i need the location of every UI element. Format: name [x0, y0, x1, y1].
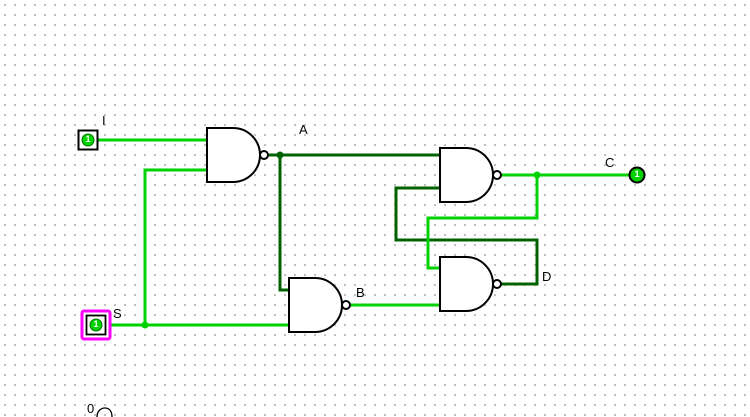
input-pin-i-state[interactable]: [81, 133, 95, 147]
label-c: C: [605, 155, 615, 170]
nand-gate-2-body[interactable]: [288, 277, 343, 333]
nand-gate-1[interactable]: [206, 127, 269, 183]
output-pin-c-value: 1: [634, 169, 640, 180]
label-i: I: [102, 113, 106, 128]
nand-gate-4-body[interactable]: [439, 256, 494, 312]
nand-gate-3[interactable]: [439, 147, 502, 203]
label-b: B: [356, 285, 365, 300]
input-pin-s-state[interactable]: [89, 318, 103, 332]
junction-dot-a[interactable]: [276, 151, 284, 159]
nand-gate-4[interactable]: [439, 256, 502, 312]
output-pin-c[interactable]: [628, 166, 646, 184]
wire-s-branch[interactable]: [143, 168, 207, 325]
junction-dot-c[interactable]: [533, 171, 541, 179]
wire-qnot-feedback[interactable]: [394, 186, 539, 286]
wires-logic-1[interactable]: [98, 138, 630, 329]
junction-dot-s[interactable]: [141, 321, 149, 329]
partial-component[interactable]: [96, 407, 113, 417]
nand-gate-2[interactable]: [288, 277, 351, 333]
nand-gate-1-bubble: [259, 150, 269, 160]
output-pin-c-state[interactable]: [628, 166, 646, 184]
nand-gate-3-bubble: [492, 170, 502, 180]
nand-gate-3-body[interactable]: [439, 147, 494, 203]
nand-gate-2-bubble: [341, 300, 351, 310]
label-d: D: [542, 269, 552, 284]
input-pin-s[interactable]: [80, 309, 112, 341]
wire-a-branch[interactable]: [278, 155, 289, 292]
label-s: S: [113, 306, 122, 321]
label-a: A: [299, 122, 308, 137]
wires-logic-0[interactable]: [268, 151, 539, 292]
nand-gate-4-bubble: [492, 279, 502, 289]
input-pin-i-value: 1: [85, 134, 91, 145]
wire-q-feedback[interactable]: [426, 175, 539, 270]
input-pin-s-value: 1: [93, 319, 99, 330]
nand-gates[interactable]: [206, 127, 502, 333]
partial-bottom-text: 0: [87, 401, 95, 416]
nand-gate-1-body[interactable]: [206, 127, 261, 183]
input-pin-i[interactable]: [77, 129, 99, 151]
